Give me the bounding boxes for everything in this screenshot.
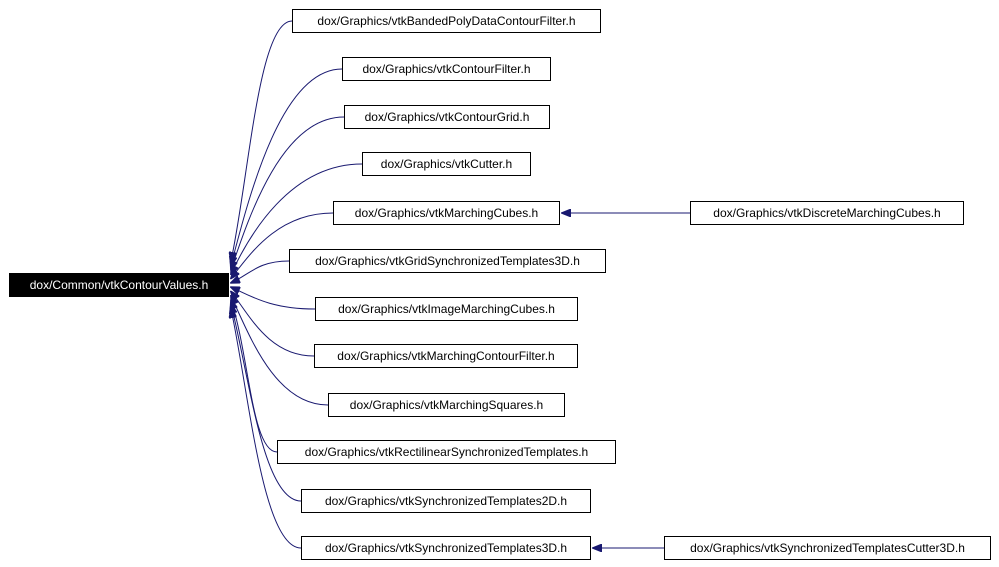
edge-n3-to-root [231,163,363,274]
node-vtkcutter[interactable]: dox/Graphics/vtkCutter.h [362,152,531,176]
edge-n0-to-root [231,20,293,261]
node-vtkimagemarchingcubes[interactable]: dox/Graphics/vtkImageMarchingCubes.h [315,297,578,321]
node-vtkdiscretemarchingcubes[interactable]: dox/Graphics/vtkDiscreteMarchingCubes.h [690,201,964,225]
edge-n10-to-root [231,305,302,502]
node-label: dox/Graphics/vtkSynchronizedTemplatesCut… [690,541,965,555]
node-vtksynchronizedtemplates2d[interactable]: dox/Graphics/vtkSynchronizedTemplates2D.… [301,489,591,513]
node-label: dox/Graphics/vtkMarchingContourFilter.h [337,349,555,363]
node-label: dox/Graphics/vtkContourGrid.h [364,110,530,124]
edge-n6-to-root [231,287,316,310]
node-label: dox/Graphics/vtkSynchronizedTemplates3D.… [324,541,568,555]
edge-n8-to-root [231,296,329,406]
node-vtkmarchingcontourfilter[interactable]: dox/Graphics/vtkMarchingContourFilter.h [314,344,578,368]
node-vtkbandedpolydatacontourfilter[interactable]: dox/Graphics/vtkBandedPolyDataContourFil… [292,9,601,33]
node-vtksynchronizedtemplates3d[interactable]: dox/Graphics/vtkSynchronizedTemplates3D.… [301,536,591,560]
node-vtkcontourgrid[interactable]: dox/Graphics/vtkContourGrid.h [344,105,550,129]
node-label: dox/Graphics/vtkCutter.h [380,157,513,171]
edge-n4-to-root [231,212,334,278]
node-label: dox/Graphics/vtkDiscreteMarchingCubes.h [713,206,941,220]
edge-n11-to-root [231,309,302,549]
node-label: dox/Graphics/vtkContourFilter.h [362,62,531,76]
node-vtkmarchingsquares[interactable]: dox/Graphics/vtkMarchingSquares.h [328,393,565,417]
edge-n1-to-root [231,68,343,265]
node-vtkgridsynchronizedtemplates3d[interactable]: dox/Graphics/vtkGridSynchronizedTemplate… [289,249,606,273]
node-label: dox/Graphics/vtkGridSynchronizedTemplate… [315,254,580,268]
node-label: dox/Graphics/vtkMarchingCubes.h [354,206,539,220]
node-label: dox/Common/vtkContourValues.h [29,278,209,292]
node-vtkmarchingcubes[interactable]: dox/Graphics/vtkMarchingCubes.h [333,201,560,225]
edge-n5-to-root [231,260,290,283]
node-vtkcontourvalues: dox/Common/vtkContourValues.h [9,273,229,297]
node-vtkrectilinearsynchronizedtemplates[interactable]: dox/Graphics/vtkRectilinearSynchronizedT… [277,440,616,464]
node-label: dox/Graphics/vtkBandedPolyDataContourFil… [317,14,576,28]
node-label: dox/Graphics/vtkMarchingSquares.h [349,398,544,412]
node-label: dox/Graphics/vtkSynchronizedTemplates2D.… [324,494,568,508]
edge-n2-to-root [231,116,345,270]
node-label: dox/Graphics/vtkImageMarchingCubes.h [338,302,555,316]
node-vtksynchronizedtemplatescutter3d[interactable]: dox/Graphics/vtkSynchronizedTemplatesCut… [664,536,991,560]
node-vtkcontourfilter[interactable]: dox/Graphics/vtkContourFilter.h [342,57,551,81]
node-label: dox/Graphics/vtkRectilinearSynchronizedT… [304,445,589,459]
